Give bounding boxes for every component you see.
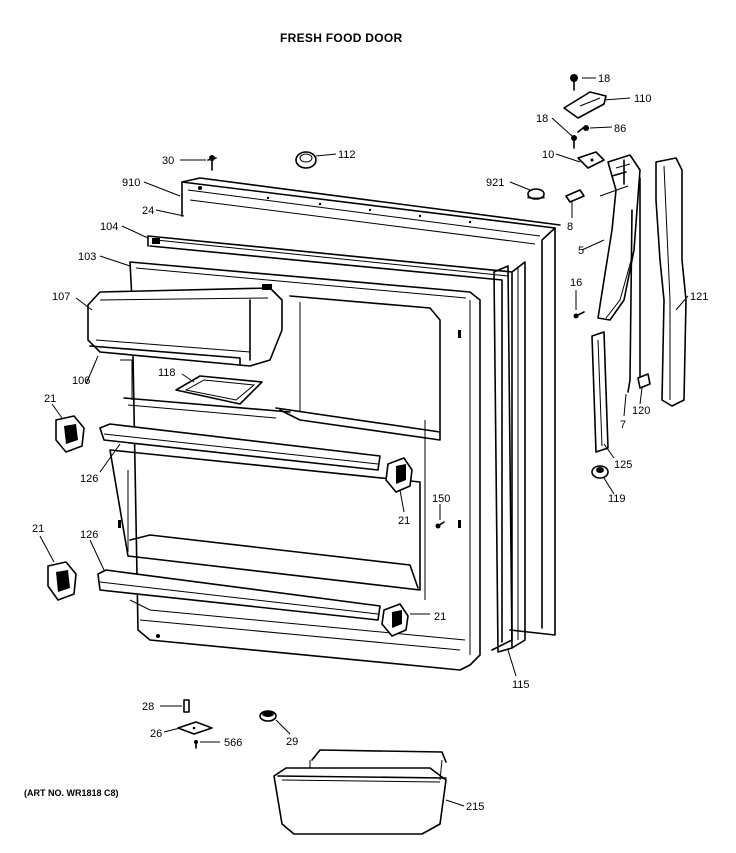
- callout-10: 10: [542, 149, 554, 161]
- plate-26: [177, 721, 213, 735]
- shelf-end-right-upper: [385, 457, 413, 493]
- door-bin: [273, 749, 447, 835]
- shelf-end-left-upper: [55, 415, 85, 453]
- callout-107: 107: [52, 291, 70, 303]
- hinge-bracket: [577, 151, 605, 169]
- door-liner: [109, 261, 481, 671]
- callout-118: 118: [158, 367, 176, 379]
- callout-21-right-upper: 21: [398, 515, 410, 527]
- lower-shelf-bar: [97, 569, 381, 621]
- callout-119: 119: [608, 493, 626, 505]
- callout-86: 86: [614, 123, 626, 135]
- callout-125: 125: [614, 459, 632, 471]
- side-trim: [493, 265, 513, 653]
- callout-28: 28: [142, 701, 154, 713]
- hinge-cover: [563, 91, 607, 119]
- callout-126-upper: 126: [80, 473, 98, 485]
- callout-5: 5: [578, 245, 584, 257]
- screw-16: [573, 311, 585, 319]
- callout-121: 121: [690, 291, 708, 303]
- handle-strip-125: [591, 331, 609, 453]
- callout-120: 120: [632, 405, 650, 417]
- callout-21-right-lower: 21: [434, 611, 446, 623]
- handle-trim: [655, 157, 687, 407]
- callout-115: 115: [512, 679, 530, 691]
- hinge-screw: [570, 74, 589, 149]
- callout-103: 103: [78, 251, 96, 263]
- callout-21-left-upper: 21: [44, 393, 56, 405]
- small-tray: [175, 375, 263, 405]
- outer-door-panel: [181, 177, 561, 636]
- callout-29: 29: [286, 736, 298, 748]
- callout-21-left-lower: 21: [32, 523, 44, 535]
- plug-button: [527, 188, 545, 200]
- callout-18-lower: 18: [536, 113, 548, 125]
- callout-150: 150: [432, 493, 450, 505]
- cap-29: [259, 710, 277, 722]
- callout-566: 566: [224, 737, 242, 749]
- callout-18: 18: [598, 73, 610, 85]
- callout-104: 104: [100, 221, 118, 233]
- callout-7: 7: [620, 419, 626, 431]
- screw-566: [194, 740, 198, 749]
- callout-106: 106: [72, 375, 90, 387]
- leader-lines: [39, 77, 689, 807]
- hinge-pin: [565, 189, 585, 203]
- callout-215: 215: [466, 801, 484, 813]
- upper-shelf-bar: [99, 423, 381, 471]
- bumper-119: [591, 465, 609, 479]
- callout-921: 921: [486, 177, 504, 189]
- diagram-title: FRESH FOOD DOOR: [280, 31, 403, 45]
- screw-30: [207, 155, 217, 171]
- shelf-end-right-lower: [381, 603, 409, 637]
- door-gasket: [147, 235, 526, 651]
- callout-24: 24: [142, 205, 154, 217]
- callout-30: 30: [162, 155, 174, 167]
- callout-126-lower: 126: [80, 529, 98, 541]
- shelf-end-left-lower: [47, 561, 77, 601]
- callout-26: 26: [150, 728, 162, 740]
- clip-120: [637, 373, 651, 389]
- callout-112: 112: [338, 149, 356, 161]
- callout-110: 110: [634, 93, 652, 105]
- clip-28: [183, 699, 190, 713]
- door-handle: [597, 154, 641, 393]
- callout-8: 8: [567, 221, 573, 233]
- callout-labels: 18 110 18 86 10 921 8 30 112 910 24 104 …: [32, 73, 708, 813]
- plug-112: [295, 151, 317, 169]
- dairy-compartment: [87, 284, 283, 367]
- callout-910: 910: [122, 177, 140, 189]
- art-number: (ART NO. WR1818 C8): [24, 788, 119, 798]
- screw-150: [435, 521, 445, 529]
- callout-16: 16: [570, 277, 582, 289]
